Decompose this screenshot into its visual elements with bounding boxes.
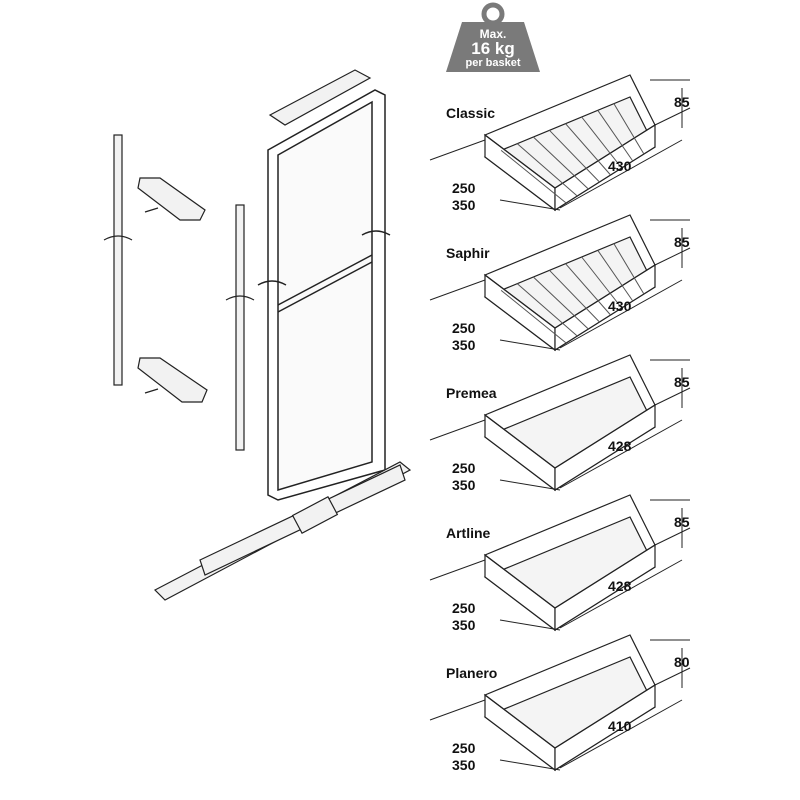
width-dimension: 428 xyxy=(608,438,632,454)
depth-dimension-max: 350 xyxy=(452,617,476,633)
width-dimension: 428 xyxy=(608,578,632,594)
basket-name-label: Saphir xyxy=(446,245,490,261)
top-connector-bar xyxy=(268,69,372,126)
depth-dimension-min: 250 xyxy=(452,320,476,336)
height-dimension: 85 xyxy=(674,514,690,530)
basket-name-label: Planero xyxy=(446,665,498,681)
width-dimension: 410 xyxy=(608,718,632,734)
side-rail-middle xyxy=(225,204,255,451)
pull-out-slide xyxy=(153,461,412,601)
width-dimension: 430 xyxy=(608,158,632,174)
weight-max-label: Max. xyxy=(479,27,507,41)
weight-unit-label: per basket xyxy=(465,57,521,69)
height-dimension: 85 xyxy=(674,94,690,110)
basket-classic xyxy=(429,74,691,212)
mounting-bracket-bottom xyxy=(137,357,208,403)
depth-dimension-max: 350 xyxy=(452,337,476,353)
side-rail-left xyxy=(103,134,133,386)
depth-dimension-min: 250 xyxy=(452,600,476,616)
height-dimension: 85 xyxy=(674,374,690,390)
basket-artline xyxy=(429,494,691,632)
height-dimension: 80 xyxy=(674,654,690,670)
basket-name-label: Premea xyxy=(446,385,497,401)
width-dimension: 430 xyxy=(608,298,632,314)
basket-saphir xyxy=(429,214,691,352)
depth-dimension-max: 350 xyxy=(452,757,476,773)
basket-name-label: Classic xyxy=(446,105,496,121)
weight-value: 16 kg xyxy=(471,39,515,58)
basket-name-label: Artline xyxy=(446,525,491,541)
depth-dimension-min: 250 xyxy=(452,740,476,756)
weight-icon xyxy=(446,2,540,72)
mounting-bracket-top xyxy=(137,177,206,221)
height-dimension: 85 xyxy=(674,234,690,250)
depth-dimension-min: 250 xyxy=(452,180,476,196)
basket-planero xyxy=(429,634,691,772)
main-frame xyxy=(257,89,391,501)
depth-dimension-max: 350 xyxy=(452,197,476,213)
depth-dimension-max: 350 xyxy=(452,477,476,493)
weight-badge: Max. 16 kg per basket xyxy=(452,24,534,69)
depth-dimension-min: 250 xyxy=(452,460,476,476)
basket-premea xyxy=(429,354,691,492)
